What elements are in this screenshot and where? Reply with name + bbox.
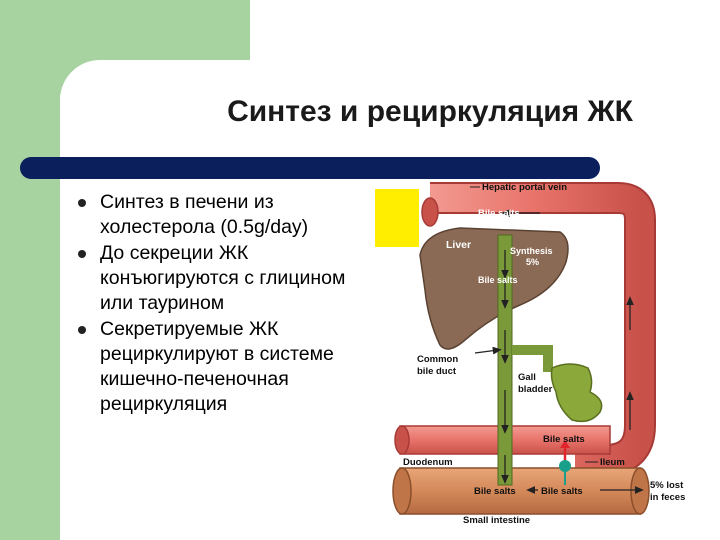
label-bile-salts-int1: Bile salts xyxy=(474,486,516,497)
label-hepatic-portal-vein: Hepatic portal vein xyxy=(482,182,567,193)
label-ileum: Ileum xyxy=(600,457,625,468)
green-left-strip xyxy=(0,0,60,540)
bullet-item: До секреции ЖК конъюгируются с глицином … xyxy=(78,241,368,316)
label-common-bile-duct-1: Common xyxy=(417,354,458,365)
label-bile-salts-int2: Bile salts xyxy=(541,486,583,497)
bullet-item: Секретируемые ЖК рециркулируют в системе… xyxy=(78,317,368,417)
label-bladder: bladder xyxy=(518,384,553,395)
label-small-intestine: Small intestine xyxy=(463,515,530,526)
label-bile-salts-ileum: Bile salts xyxy=(543,434,585,445)
bullet-list: Синтез в печени из холестерола (0.5g/day… xyxy=(78,190,368,418)
bullet-text: До секреции ЖК конъюгируются с глицином … xyxy=(100,242,345,314)
label-bile-salts-liver: Bile salts xyxy=(478,275,518,285)
bullet-item: Синтез в печени из холестерола (0.5g/day… xyxy=(78,190,368,240)
bullet-text: Секретируемые ЖК рециркулируют в системе… xyxy=(100,318,334,415)
label-bile-salts-top: Bile salts xyxy=(478,208,520,219)
bullet-dot-icon xyxy=(78,326,86,334)
label-in-feces: in feces xyxy=(650,492,685,503)
bullet-text: Синтез в печени из холестерола (0.5g/day… xyxy=(100,191,308,238)
small-intestine xyxy=(393,468,649,514)
gallbladder-shape xyxy=(552,364,602,421)
slide-title: Синтез и рециркуляция ЖК xyxy=(150,95,710,129)
label-duodenum: Duodenum xyxy=(403,457,453,468)
label-liver: Liver xyxy=(446,239,471,251)
label-lost: 5% lost xyxy=(650,480,684,491)
label-synthesis: Synthesis xyxy=(510,246,553,256)
label-synthesis-pct: 5% xyxy=(526,257,539,267)
enterohepatic-circulation-diagram: Hepatic portal vein Bile salts Liver Syn… xyxy=(375,175,720,540)
label-gall: Gall xyxy=(518,372,536,383)
bullet-dot-icon xyxy=(78,199,86,207)
label-common-bile-duct-2: bile duct xyxy=(417,366,457,377)
bullet-dot-icon xyxy=(78,250,86,258)
